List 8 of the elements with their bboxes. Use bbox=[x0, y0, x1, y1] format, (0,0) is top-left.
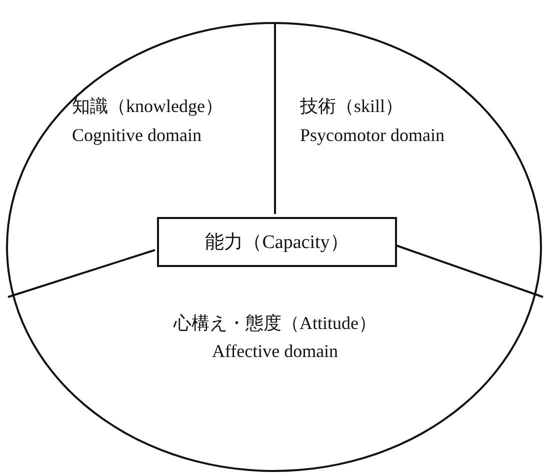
capacity-box: 能力（Capacity） bbox=[157, 217, 397, 267]
circle-outline bbox=[6, 22, 542, 472]
domain-name: Affective domain bbox=[212, 341, 338, 361]
domain-name: Cognitive domain bbox=[72, 125, 202, 145]
domain-heading: 知識（knowledge） bbox=[72, 96, 223, 116]
domain-name: Psycomotor domain bbox=[300, 125, 444, 145]
domain-heading: 心構え・態度（Attitude） bbox=[174, 313, 376, 333]
domain-heading: 技術（skill） bbox=[300, 96, 404, 116]
